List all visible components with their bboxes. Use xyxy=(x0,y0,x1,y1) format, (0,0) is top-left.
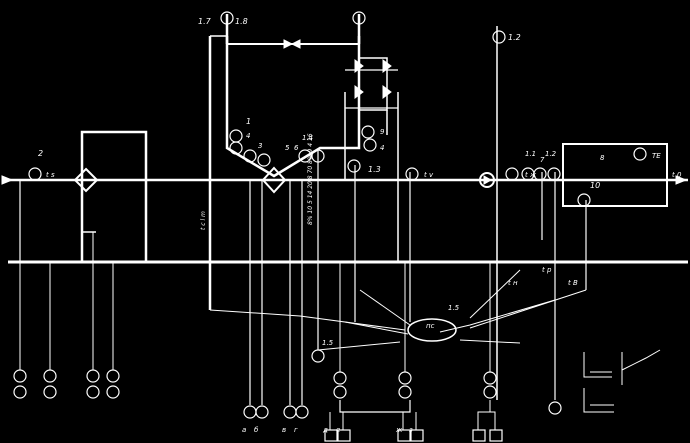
instrument-bubble xyxy=(311,149,325,163)
foot-label: д xyxy=(322,426,328,434)
instrument-bubble xyxy=(283,405,297,419)
instrument-bubble xyxy=(43,369,57,383)
foot-label: з xyxy=(409,426,413,434)
label-l-12b: 1.2 xyxy=(545,150,557,158)
instrument-bubble xyxy=(295,405,309,419)
foot-label: в xyxy=(282,426,286,434)
valve-column-right xyxy=(358,57,388,111)
instrument-bubble xyxy=(398,385,412,399)
actuator-box xyxy=(397,429,411,442)
flow-arrow-left xyxy=(1,175,14,185)
label-l-14: 1.4 xyxy=(302,134,313,142)
label-l-4a: 4 xyxy=(246,132,250,140)
instrument-bubble xyxy=(243,405,257,419)
mixer-diamond xyxy=(261,166,287,194)
label-sub-tB: t B xyxy=(568,279,578,287)
vertical-annotation: t c l m xyxy=(200,211,207,230)
instrument-bubble xyxy=(548,401,562,415)
instrument-bubble xyxy=(106,385,120,399)
central-hopper xyxy=(225,36,361,178)
legend-graph-2 xyxy=(583,388,614,413)
label-sub-ts: t s xyxy=(46,171,55,179)
label-sub-tv: t v xyxy=(424,171,434,179)
label-l2: 2 xyxy=(38,149,43,158)
foot-label: e xyxy=(336,426,340,434)
left-tank xyxy=(80,130,148,264)
label-sub-tp: t p xyxy=(542,266,552,274)
instrument-bubble xyxy=(28,167,42,181)
vertical-annotation: 8% 10 5 14 20 8 70 8% 9 4 16 xyxy=(307,133,314,225)
instrument-bubble xyxy=(43,385,57,399)
instrument-bubble xyxy=(352,11,366,25)
label-l1: 1 xyxy=(246,117,251,126)
instrument-bubble xyxy=(257,153,271,167)
instrument-bubble xyxy=(86,369,100,383)
instrument-bubble xyxy=(333,385,347,399)
foot-label: ж xyxy=(395,426,403,434)
instrument-bubble xyxy=(492,30,506,44)
controller xyxy=(407,318,457,342)
instrument-bubble xyxy=(220,11,234,25)
instrument-bubble xyxy=(398,371,412,385)
label-ctrl-label: ТЕ xyxy=(652,152,661,160)
label-l-3: 3 xyxy=(258,142,262,150)
instrument-bubble xyxy=(243,149,257,163)
instrument-bubble xyxy=(298,149,312,163)
label-l-9: 9 xyxy=(380,128,385,136)
instrument-bubble xyxy=(106,369,120,383)
right-equipment-box xyxy=(562,143,668,207)
foot-label: г xyxy=(294,426,298,434)
label-sub-tzh: t ж xyxy=(525,171,537,179)
instrument-bubble xyxy=(577,193,591,207)
actuator-box xyxy=(324,429,338,442)
instrument-bubble xyxy=(229,129,243,143)
instrument-bubble xyxy=(255,405,269,419)
actuator-box xyxy=(489,429,503,442)
instrument-bubble xyxy=(229,141,243,155)
instrument-bubble xyxy=(483,371,497,385)
instrument-bubble xyxy=(633,147,647,161)
instrument-bubble xyxy=(483,385,497,399)
legend-graph-1 xyxy=(583,352,612,378)
actuator-box xyxy=(410,429,424,442)
label-l-5: 5 xyxy=(285,144,290,152)
label-mixer-label: пс xyxy=(426,322,435,330)
label-l-13: 1.3 xyxy=(368,165,381,174)
top-valve xyxy=(283,39,294,49)
label-sub-t0: t 0 xyxy=(672,171,682,179)
instrument-bubble xyxy=(361,125,375,139)
label-l-15b: 1.5 xyxy=(322,339,334,347)
label-sub-tn: t н xyxy=(508,279,518,287)
instrument-bubble xyxy=(547,167,561,181)
instrument-bubble xyxy=(13,385,27,399)
instrument-bubble xyxy=(13,369,27,383)
instrument-bubble xyxy=(405,167,419,181)
instrument-bubble xyxy=(86,385,100,399)
label-l-6: 6 xyxy=(294,144,299,152)
flow-arrow-right xyxy=(675,175,688,185)
label-l-12: 1.2 xyxy=(508,33,521,42)
label-l-17: 1.7 xyxy=(198,17,212,26)
label-l-10: 10 xyxy=(590,181,600,190)
instrument-bubble xyxy=(311,349,325,363)
label-l-15a: 1.5 xyxy=(448,304,460,312)
instrument-bubble xyxy=(505,167,519,181)
instrument-bubble xyxy=(363,138,377,152)
instrument-bubble xyxy=(333,371,347,385)
label-l-8: 8 xyxy=(600,154,605,162)
foot-label: б xyxy=(254,426,259,434)
actuator-box xyxy=(337,429,351,442)
instrument-bubble xyxy=(347,159,361,173)
label-l-18: 1.8 xyxy=(235,17,248,26)
foot-label: a xyxy=(242,426,246,434)
actuator-box xyxy=(472,429,486,442)
label-l-7: 7 xyxy=(540,156,545,164)
pump xyxy=(479,172,495,188)
instrument-bubble xyxy=(533,167,547,181)
label-l-11: 1.1 xyxy=(525,150,536,158)
heat-exchanger-left xyxy=(73,167,99,193)
label-l-4b: 4 xyxy=(380,144,384,152)
